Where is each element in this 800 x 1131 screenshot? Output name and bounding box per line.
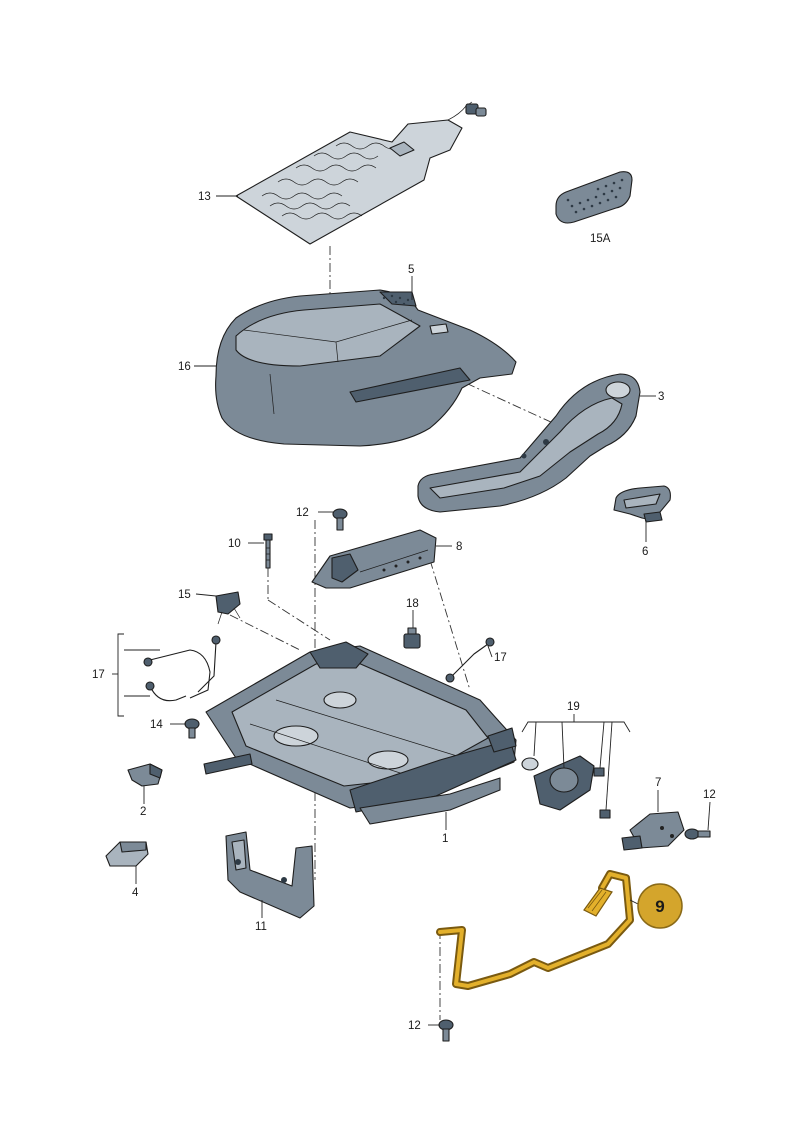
label-2: 2 [140,806,146,818]
label-12-bottom: 12 [408,1020,421,1032]
label-7: 7 [655,777,661,789]
label-17-right: 17 [494,652,507,664]
label-6: 6 [642,546,648,558]
label-5: 5 [408,264,414,276]
part-4-bracket[interactable] [105,841,149,867]
label-19: 19 [567,701,580,713]
part-17-wiring-harness[interactable] [143,635,495,702]
part-3-side-trim-panel[interactable] [417,373,641,513]
part-12-screw-bottom[interactable] [438,1019,454,1042]
part-13-seat-heating-mat[interactable] [235,101,487,245]
leader-lines [112,195,711,1026]
label-9: 9 [655,897,664,916]
label-4: 4 [132,887,139,899]
part-1-seat-frame[interactable] [203,641,517,825]
label-12-top: 12 [296,507,309,519]
label-12-right: 12 [703,789,716,801]
part-2-clip[interactable] [127,763,163,787]
part-15-connector[interactable] [215,591,241,625]
label-18: 18 [406,598,419,610]
part-12-screw-top[interactable] [332,508,348,531]
label-1: 1 [442,833,448,845]
part-11-support-bracket[interactable] [225,831,315,919]
part-10-bolt[interactable] [263,533,273,569]
part-9-adjustment-lever[interactable] [436,870,634,990]
label-16: 16 [178,361,191,373]
label-10: 10 [228,538,241,550]
label-8: 8 [456,541,462,553]
part-16-seat-cushion[interactable] [215,289,517,447]
part-7-adjuster-mechanism[interactable] [621,811,685,851]
part-15A-foam-pad[interactable] [555,171,633,224]
part-19-height-adjuster[interactable] [521,755,611,819]
label-17-left: 17 [92,669,105,681]
label-3: 3 [658,391,664,403]
part-18-sensor[interactable] [403,627,421,649]
part-12-screw-right[interactable] [684,828,711,840]
part-labels: 13 15A 5 16 3 6 8 12 10 15 18 17 17 14 1… [92,191,716,1032]
label-11: 11 [255,921,267,933]
part-8-side-cover[interactable] [311,529,437,589]
part-14-screw[interactable] [184,718,200,739]
label-15: 15 [178,589,191,601]
part-9-badge[interactable]: 9 [637,883,683,929]
label-14: 14 [150,719,163,731]
label-15A: 15A [590,233,611,245]
label-13: 13 [198,191,211,203]
part-6-release-handle[interactable] [613,485,671,523]
